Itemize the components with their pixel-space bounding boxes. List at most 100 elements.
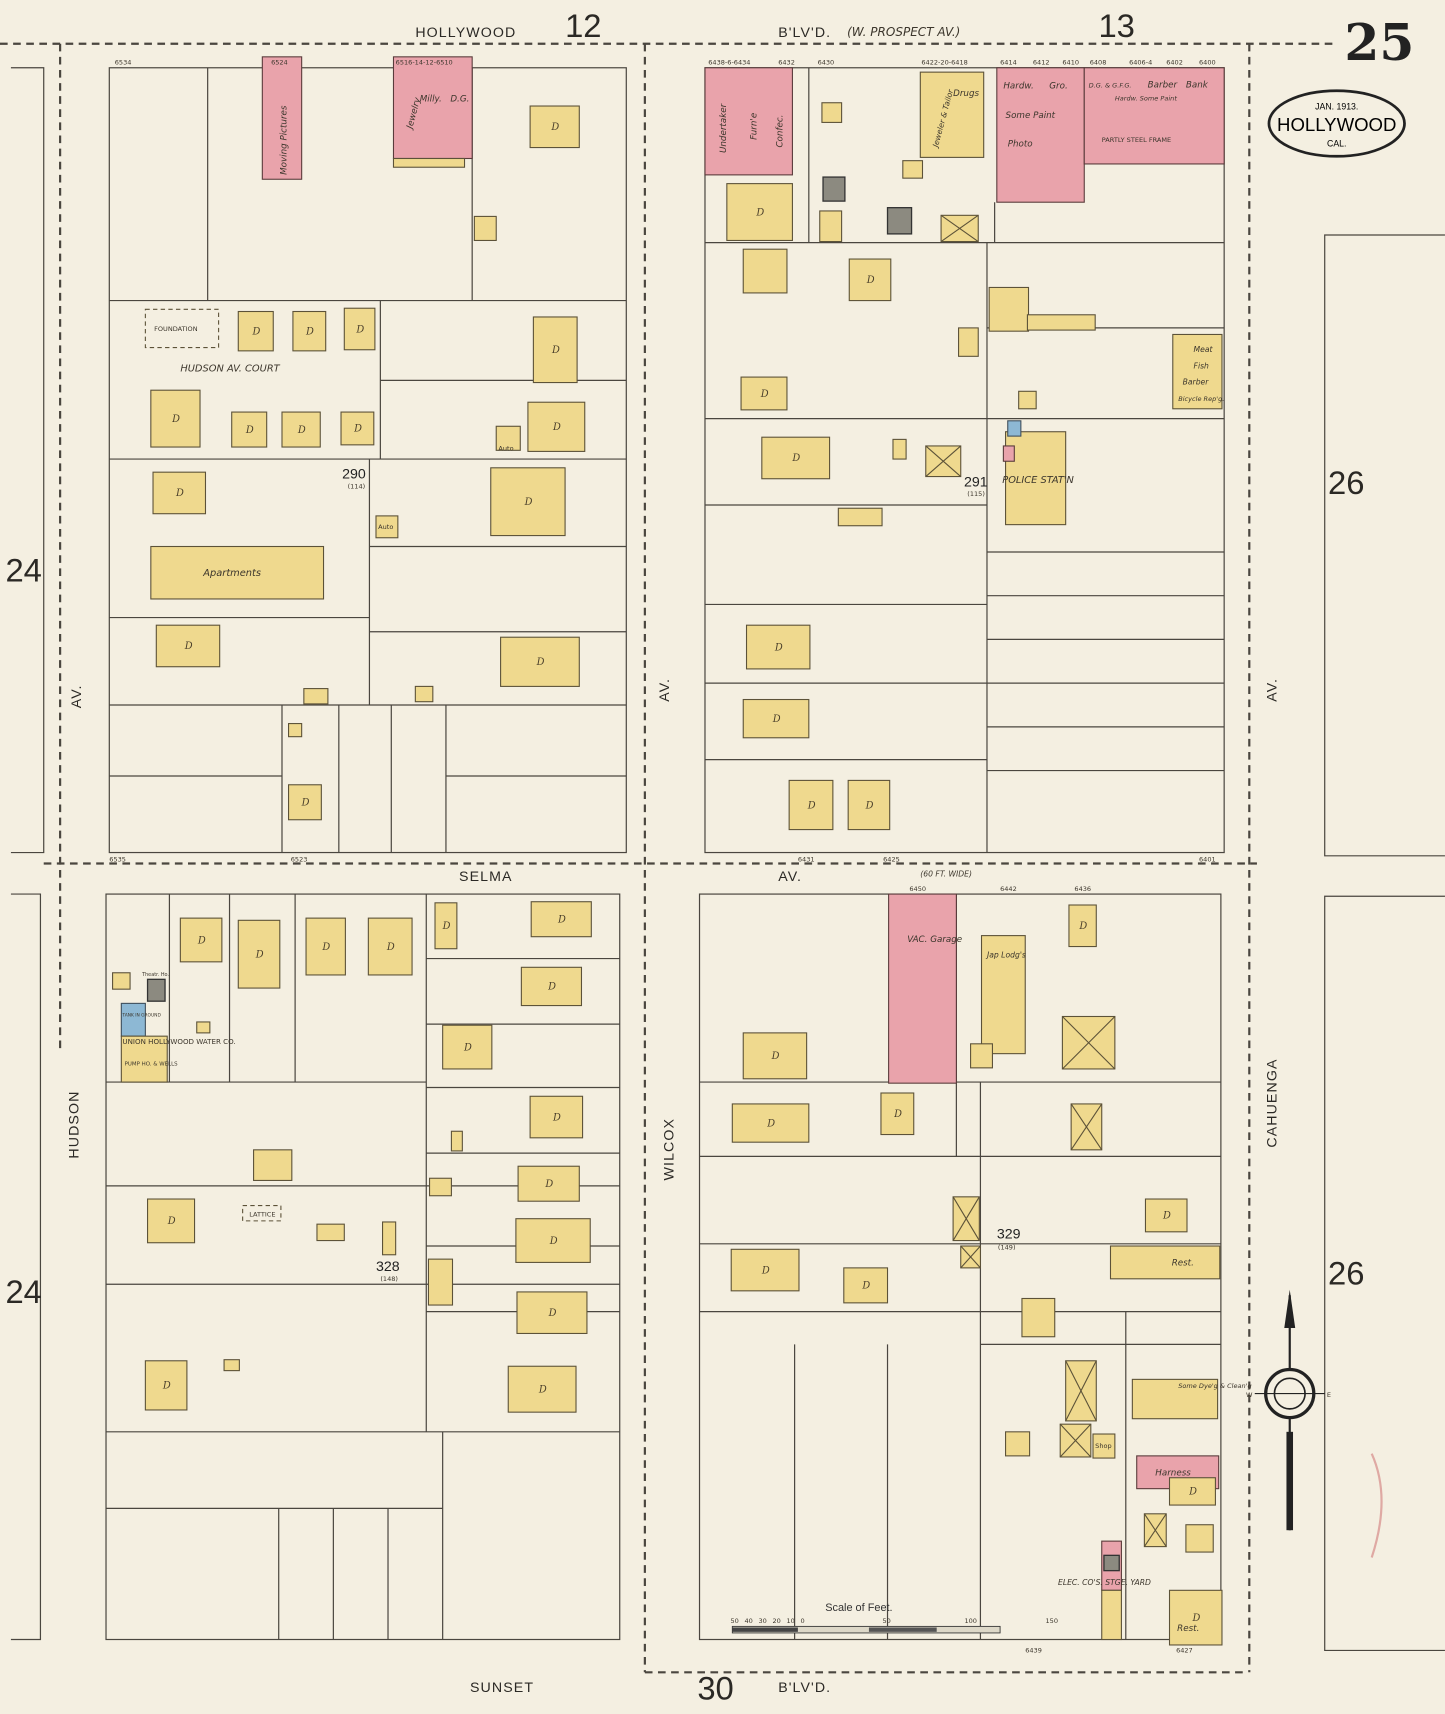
sheet-ref-13[interactable]: 13 — [1098, 7, 1134, 44]
frame-building — [303, 688, 329, 705]
label-theatre: Theatr. Ho. — [141, 972, 169, 978]
address: 6523 — [291, 855, 308, 863]
frame-building — [1068, 904, 1097, 948]
open-shed-cross — [960, 1245, 981, 1269]
dwelling-symbol: D — [548, 1308, 557, 1319]
frame-building — [1168, 1477, 1216, 1506]
frame-building — [529, 1095, 584, 1139]
frame-building — [1005, 431, 1067, 526]
frame-building — [532, 316, 578, 384]
dwelling-symbol: D — [538, 1384, 547, 1395]
frame-building — [821, 102, 843, 123]
label-confec: Confec. — [776, 115, 786, 148]
frame-building — [392, 157, 466, 168]
address: 6400 — [1199, 58, 1216, 66]
dwelling-symbol: D — [301, 798, 310, 809]
frame-building — [1092, 1433, 1116, 1459]
address: 6450 — [909, 885, 926, 893]
address: 6414 — [1000, 58, 1017, 66]
dwelling-symbol: D — [550, 122, 559, 133]
frame-building — [150, 389, 201, 448]
scale-tick-label: 150 — [1045, 1617, 1058, 1625]
scale-tick-label: 40 — [744, 1617, 752, 1625]
scale-tick-label: 30 — [758, 1617, 766, 1625]
frame-building — [529, 105, 580, 149]
label-meat: Meat — [1194, 345, 1214, 354]
frame-building — [819, 210, 843, 243]
street-label-cahuenga-av: AV. — [1265, 678, 1281, 702]
frame-building — [179, 917, 223, 963]
dwelling-symbol: D — [552, 422, 561, 433]
dwelling-symbol: D — [893, 1109, 902, 1120]
sheet-ref-24-bottom[interactable]: 24 — [5, 1273, 41, 1310]
address: 6439 — [1025, 1647, 1042, 1655]
address: 6442 — [1000, 885, 1017, 893]
block-subnumber: (148) — [380, 1275, 398, 1283]
sheet-ref-26-top[interactable]: 26 — [1328, 464, 1364, 501]
street-centerlines — [0, 42, 1334, 1674]
address: 6402 — [1166, 58, 1183, 66]
block-number: 328 — [376, 1259, 400, 1275]
label-dyeing: Some Dye'g & Clean'g — [1178, 1382, 1251, 1390]
frame-building — [530, 901, 592, 938]
frame-building — [292, 310, 327, 352]
address: 6436 — [1074, 885, 1091, 893]
sheet-ref-26-bottom[interactable]: 26 — [1328, 1254, 1364, 1291]
frame-building — [152, 471, 207, 515]
frame-building — [375, 515, 399, 539]
address: 6422-20-6418 — [921, 58, 967, 66]
address: 6410 — [1062, 58, 1079, 66]
frame-building — [980, 935, 1026, 1055]
frame-building — [231, 411, 268, 448]
dwelling-symbol: D — [544, 1179, 553, 1190]
label-elec-yard: ELEC. CO'S. STGE. YARD — [1058, 1578, 1151, 1587]
foundation-outline — [144, 308, 220, 349]
dwelling-symbol: D — [167, 1216, 176, 1227]
address: 6534 — [115, 58, 132, 66]
sheet-ref-30[interactable]: 30 — [697, 1670, 733, 1707]
block-subnumber: (114) — [348, 483, 366, 491]
frame-building — [340, 411, 375, 446]
open-shed-cross — [1065, 1360, 1097, 1422]
dwelling-symbol: D — [197, 935, 206, 946]
adjacent-sheet-numbers[interactable]: 12 13 24 24 26 26 30 — [5, 7, 1364, 1706]
label-lattice: LATTICE — [249, 1211, 275, 1219]
frame-building — [1005, 1431, 1031, 1457]
dwelling-symbol: D — [297, 425, 306, 436]
dwelling-symbol: D — [1191, 1613, 1200, 1624]
label-hardw: Hardw. — [1003, 82, 1033, 92]
label-rest: Rest. — [1172, 1259, 1194, 1269]
frame-building — [450, 1130, 463, 1152]
dwelling-symbol: D — [760, 389, 769, 400]
address: 6516-14-12-6510 — [396, 58, 453, 66]
block-outlines — [10, 67, 1445, 1652]
dwelling-symbol: D — [463, 1042, 472, 1053]
frame-building — [1185, 1524, 1214, 1553]
street-label-hudson: HUDSON — [67, 1091, 83, 1159]
sheet-ref-12[interactable]: 12 — [565, 7, 601, 44]
frame-building — [742, 698, 810, 739]
block-number: 290 — [342, 467, 366, 483]
title-date: JAN. 1913. — [1315, 101, 1358, 111]
brick-building — [261, 56, 303, 180]
dwelling-symbol: D — [305, 326, 314, 337]
dwelling-symbol: D — [442, 921, 451, 932]
address: 6401 — [1199, 855, 1216, 863]
dwelling-symbol: D — [807, 800, 816, 811]
sheet-ref-24-top[interactable]: 24 — [5, 551, 41, 588]
frame-building — [742, 1032, 808, 1080]
label-shop: Shop — [1095, 1442, 1111, 1450]
frame-building — [429, 1177, 452, 1197]
dwelling-symbol: D — [552, 1112, 561, 1123]
frame-building — [740, 376, 788, 411]
frame-building — [843, 1267, 889, 1304]
scale-tick-label: 50 — [882, 1617, 890, 1625]
label-hudson-court: HUDSON AV. COURT — [180, 364, 280, 375]
frame-building — [144, 1360, 188, 1411]
frame-building — [730, 1248, 800, 1292]
dwelling-symbol: D — [536, 657, 545, 668]
address: 6427 — [1176, 1647, 1193, 1655]
block-numbers: 290 (114) 291 (115) 328 (148) 329 (149) — [342, 467, 1020, 1283]
frame-building — [414, 685, 434, 703]
